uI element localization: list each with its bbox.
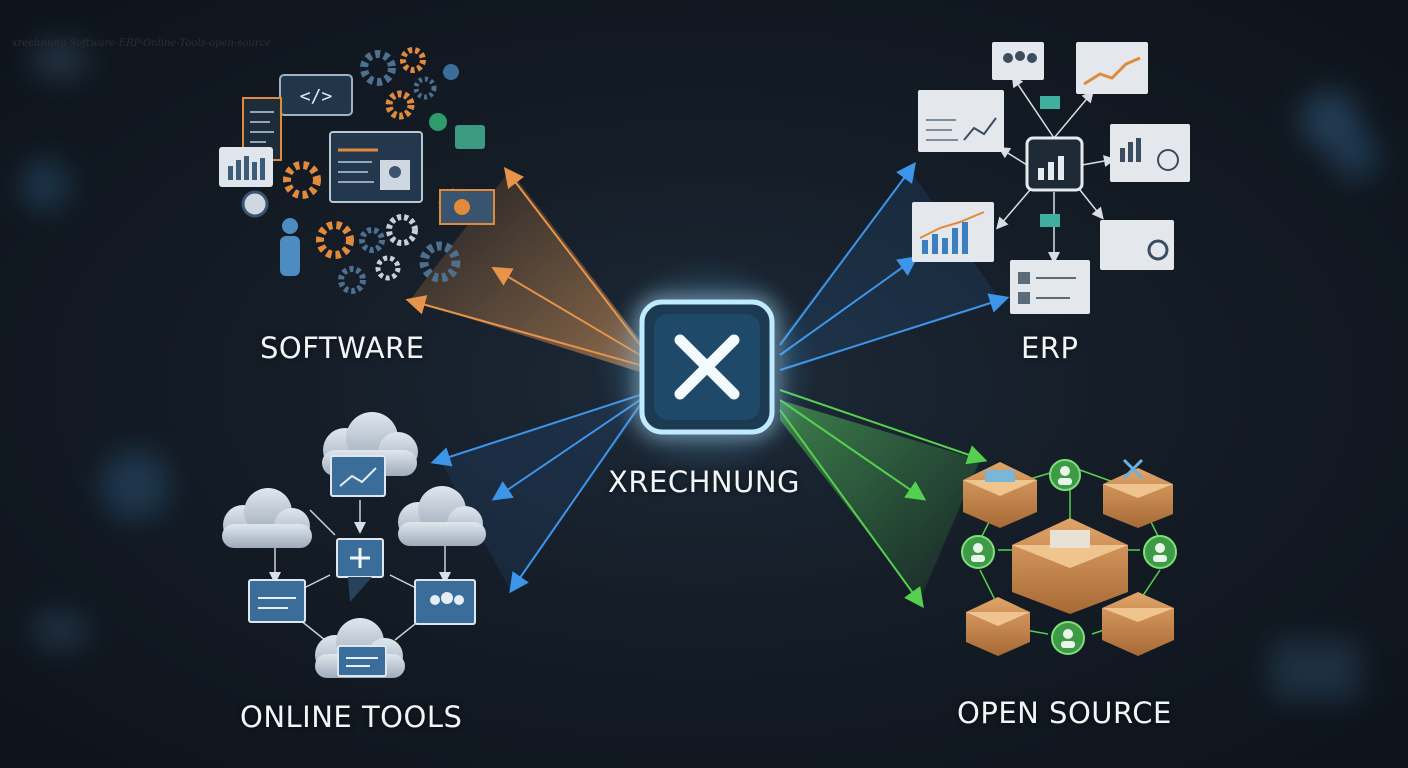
bar-window-icon xyxy=(1110,124,1190,182)
chart-window-icon xyxy=(330,455,386,497)
svg-text:</>: </> xyxy=(300,86,333,107)
cloud-icon xyxy=(398,486,486,546)
robot-icon xyxy=(455,125,485,149)
bg-blur xyxy=(20,160,70,210)
package-icon xyxy=(966,597,1030,656)
bot-face-icon xyxy=(241,190,269,218)
bg-blur xyxy=(1330,130,1380,180)
erp-label: ERP xyxy=(1021,331,1079,365)
package-icon xyxy=(1103,468,1173,528)
open-source-label: OPEN SOURCE xyxy=(957,696,1172,730)
bg-blur xyxy=(1270,640,1360,700)
package-icon xyxy=(1102,592,1174,656)
bg-blur xyxy=(30,610,90,650)
cloud-icon xyxy=(222,488,312,548)
analytics-hub-icon xyxy=(1025,136,1084,192)
corner-caption: xrechnung-Software-ERP-Online-Tools-open… xyxy=(12,38,272,49)
settings-window-icon xyxy=(1100,220,1174,270)
erp-beam xyxy=(780,170,1000,372)
report-window-icon xyxy=(918,90,1004,152)
online-tools-cluster xyxy=(222,412,486,678)
erp-cluster xyxy=(912,42,1190,314)
xrechnung-label: XRECHNUNG xyxy=(608,465,800,499)
form-window-icon xyxy=(248,579,306,623)
software-cluster: </> xyxy=(219,47,495,294)
xrechnung-center xyxy=(597,257,817,477)
open-source-cluster xyxy=(961,458,1177,656)
code-window-icon xyxy=(279,74,353,116)
bg-blur xyxy=(30,40,90,80)
mail-icon xyxy=(1040,96,1060,109)
tools-icon xyxy=(1122,458,1144,480)
trend-window-icon xyxy=(1076,42,1148,94)
profile-window-icon xyxy=(1010,260,1090,314)
package-icon xyxy=(1012,518,1128,614)
team-window-icon xyxy=(992,42,1044,80)
online-tools-label: ONLINE TOOLS xyxy=(240,700,463,734)
bg-blur xyxy=(1300,90,1360,150)
mail-icon xyxy=(1040,214,1060,227)
bg-blur xyxy=(100,450,170,520)
software-label: SOFTWARE xyxy=(260,331,425,365)
doc-window-icon xyxy=(337,645,387,677)
person-icon xyxy=(280,218,300,276)
opensource-beam xyxy=(780,400,980,600)
package-icon xyxy=(963,462,1037,528)
close-x-icon xyxy=(674,334,740,400)
